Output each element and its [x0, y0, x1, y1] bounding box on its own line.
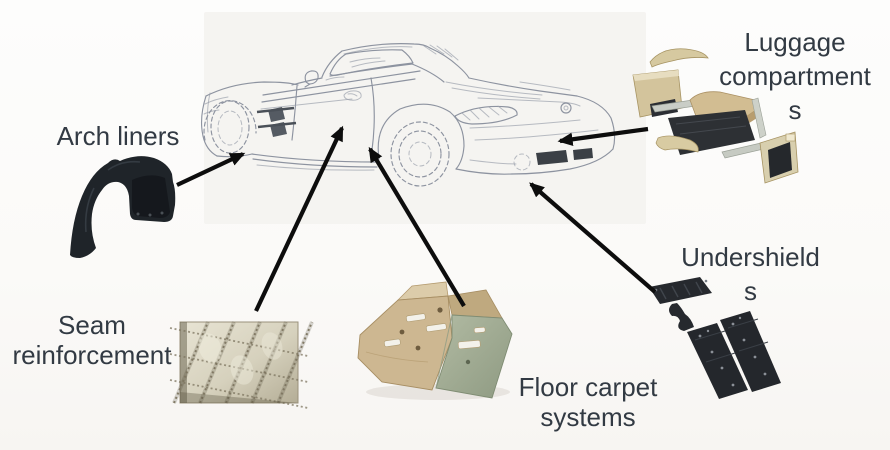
car-sketch-illustration [200, 43, 616, 187]
undershield-parts-illustration [649, 277, 781, 399]
label-line: compartment [719, 60, 871, 91]
arrow-seam-reinforcement [254, 125, 344, 312]
trunk-emblem [560, 102, 572, 114]
rear-wheel [377, 103, 465, 187]
arrow-luggage-compartments [557, 126, 649, 146]
exhaust-outlets [513, 148, 593, 171]
label-undershields: Undershield s [663, 241, 838, 309]
luggage-parts-illustration [632, 48, 799, 184]
arrow-undershields [529, 182, 657, 294]
arrow-arch-liners [176, 152, 246, 187]
label-line: Seam [58, 310, 126, 340]
arrow-floor-carpet [368, 146, 466, 308]
label-arch-liners: Arch liners [33, 121, 203, 152]
arrows [176, 125, 657, 312]
side-vents [256, 106, 297, 137]
label-seam-reinforcement: Seam reinforcement [2, 310, 182, 370]
label-line: systems [540, 401, 636, 432]
floor-carpet-illustration [357, 281, 513, 400]
side-mirror [304, 70, 319, 88]
label-line: Floor carpet [518, 372, 658, 402]
label-line: reinforcement [12, 339, 172, 370]
label-luggage-compartments: Luggage compartment s [700, 26, 890, 127]
label-line: s [788, 94, 802, 125]
taillight [454, 105, 518, 125]
label-line: Arch liners [56, 121, 180, 151]
arch-liner-illustration [70, 156, 176, 258]
label-line: s [744, 275, 757, 306]
sketch-paper [204, 12, 646, 224]
label-floor-carpet-systems: Floor carpet systems [493, 372, 683, 432]
door-badge-scribble [343, 90, 362, 101]
label-line: Undershield [681, 242, 820, 272]
label-line: Luggage [744, 27, 846, 57]
quilted-fabric-illustration [169, 321, 314, 409]
